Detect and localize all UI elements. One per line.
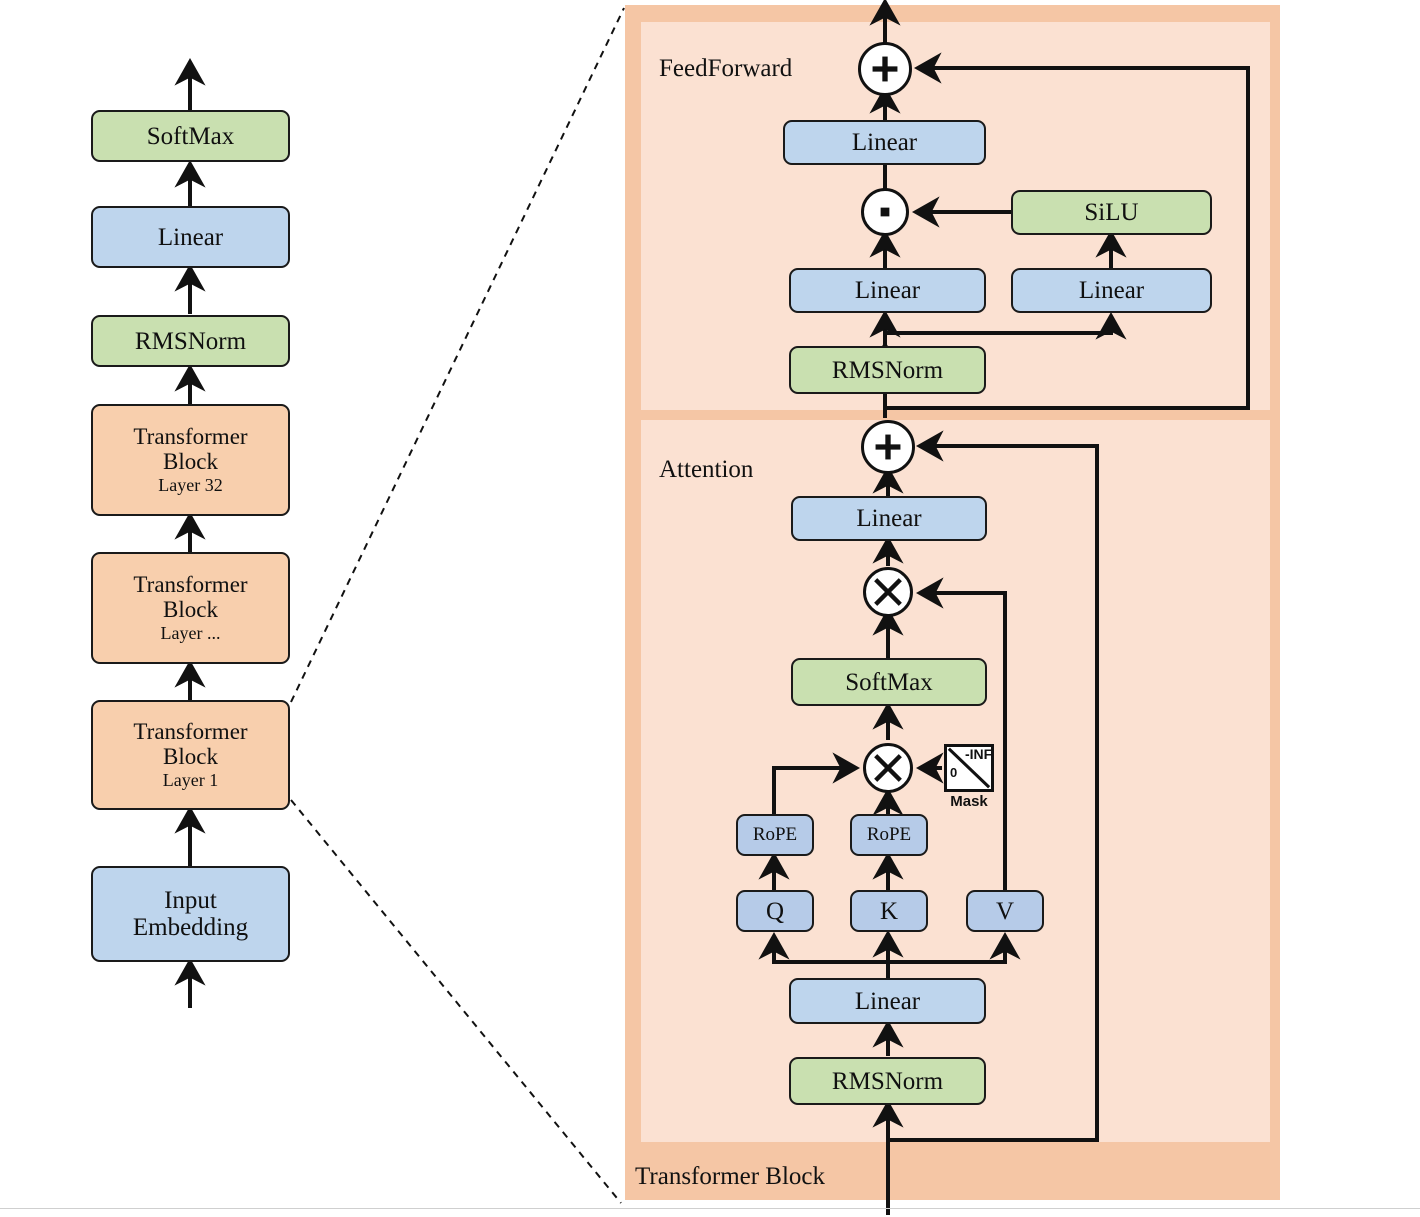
attention-value-matmul-op[interactable] — [863, 567, 913, 617]
block-label: Linear — [157, 223, 224, 251]
block-label: Linear — [854, 987, 921, 1015]
overview-block-linear[interactable]: Linear — [91, 206, 290, 268]
overview-block-input-embedding[interactable]: Input Embedding — [91, 866, 290, 962]
feedforward-silu-activation[interactable]: SiLU — [1011, 190, 1212, 235]
block-label: SoftMax — [845, 668, 933, 696]
block-label: RMSNorm — [831, 1067, 944, 1095]
block-label: Linear — [851, 129, 918, 156]
attention-rope-key[interactable]: RoPE — [850, 814, 928, 856]
block-label: Transformer Block — [133, 423, 248, 474]
attention-value[interactable]: V — [966, 890, 1044, 932]
mask-caption: Mask — [950, 793, 988, 810]
block-label: SoftMax — [146, 122, 235, 150]
block-sublabel: Layer 32 — [158, 474, 223, 495]
feedforward-rmsnorm[interactable]: RMSNorm — [789, 346, 986, 394]
block-label: RoPE — [866, 823, 912, 845]
overview-block-transformer-layer-32[interactable]: Transformer Block Layer 32 — [91, 404, 290, 516]
mask-lower-value: 0 — [950, 765, 958, 780]
feedforward-up-linear[interactable]: Linear — [1011, 268, 1212, 313]
block-sublabel: Layer ... — [160, 622, 221, 643]
block-label: Linear — [1078, 277, 1145, 304]
attention-output-linear[interactable]: Linear — [791, 496, 987, 541]
feedforward-elementwise-multiply-op[interactable] — [861, 188, 909, 236]
transformer-block-container-label: Transformer Block — [635, 1163, 826, 1190]
block-label: Q — [765, 897, 785, 925]
attention-rope-query[interactable]: RoPE — [736, 814, 814, 856]
feedforward-add-op[interactable] — [858, 42, 912, 96]
mask-upper-value: -INF — [965, 746, 993, 762]
causal-mask-icon — [944, 744, 994, 792]
page-bottom-rule — [0, 1208, 1420, 1209]
block-label: RMSNorm — [831, 356, 944, 384]
block-label: Input Embedding — [132, 887, 249, 941]
feedforward-output-linear[interactable]: Linear — [783, 120, 986, 165]
overview-block-softmax[interactable]: SoftMax — [91, 110, 290, 162]
block-label: SiLU — [1084, 199, 1139, 226]
attention-qkv-linear[interactable]: Linear — [789, 978, 986, 1024]
block-label: K — [879, 897, 899, 925]
attention-key[interactable]: K — [850, 890, 928, 932]
overview-block-rmsnorm[interactable]: RMSNorm — [91, 315, 290, 367]
attention-softmax[interactable]: SoftMax — [791, 658, 987, 706]
block-label: Linear — [856, 505, 922, 532]
block-label: Linear — [854, 277, 921, 304]
block-sublabel: Layer 1 — [162, 769, 219, 790]
feedforward-section-label: FeedForward — [659, 55, 793, 82]
attention-rmsnorm[interactable]: RMSNorm — [789, 1057, 986, 1105]
overview-block-transformer-layer-1[interactable]: Transformer Block Layer 1 — [91, 700, 290, 810]
block-label: RoPE — [752, 823, 798, 845]
block-label: V — [995, 897, 1015, 925]
attention-add-op[interactable] — [861, 420, 915, 474]
overview-block-transformer-layer-dots[interactable]: Transformer Block Layer ... — [91, 552, 290, 664]
block-label: RMSNorm — [134, 327, 247, 355]
block-label: Transformer Block — [133, 718, 248, 769]
attention-section-label: Attention — [659, 456, 754, 483]
feedforward-gate-linear[interactable]: Linear — [789, 268, 986, 313]
attention-query[interactable]: Q — [736, 890, 814, 932]
block-label: Transformer Block — [133, 571, 248, 622]
attention-score-matmul-op[interactable] — [863, 743, 913, 793]
